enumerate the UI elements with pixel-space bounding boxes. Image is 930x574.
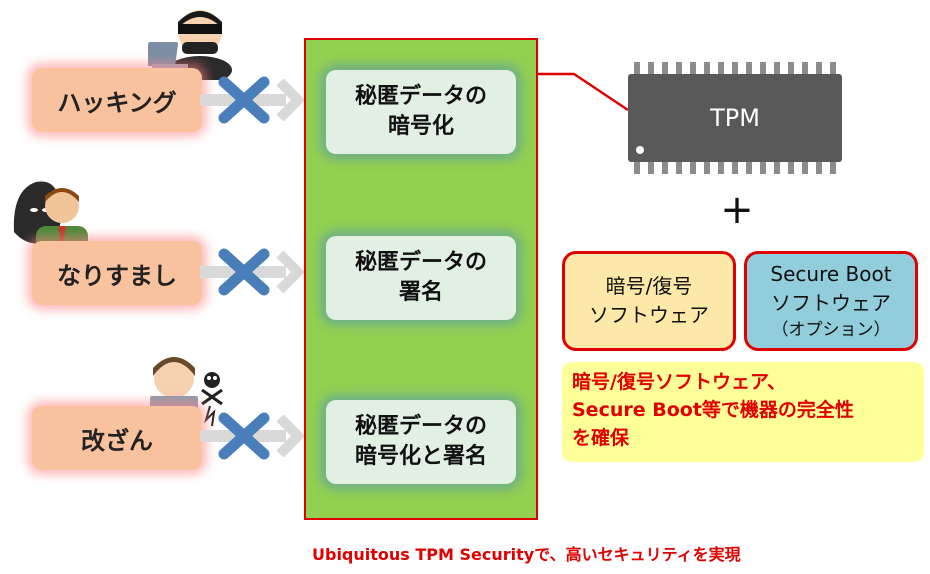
threat-hacking-label: ハッキング [57, 88, 177, 117]
integrity-note-line2: Secure Boot等で機器の完全性 [572, 399, 854, 421]
threat-tampering-label: 改ざん [81, 426, 153, 455]
function-encryption-signature-line1: 秘匿データの [354, 414, 487, 439]
function-encryption: 秘匿データの 暗号化 [326, 70, 516, 154]
block-x-icon [218, 248, 270, 296]
secure-boot-line3: （オプション） [771, 320, 891, 340]
function-signature: 秘匿データの 署名 [326, 236, 516, 320]
secure-boot-line2: ソフトウェア [771, 291, 891, 315]
function-encryption-signature-line2: 暗号化と署名 [354, 444, 487, 469]
threat-hacking: ハッキング [32, 68, 202, 132]
threat-tampering: 改ざん [32, 406, 202, 470]
plus-sign: + [720, 187, 754, 233]
function-encryption-signature: 秘匿データの 暗号化と署名 [326, 400, 516, 484]
function-encryption-line1: 秘匿データの [354, 84, 487, 109]
block-x-icon [218, 76, 270, 124]
crypto-software-line2: ソフトウェア [589, 303, 709, 327]
threat-impersonation: なりすまし [32, 241, 202, 305]
chip-icon [628, 62, 842, 174]
function-encryption-line2: 暗号化 [387, 114, 454, 139]
secure-boot-line1: Secure Boot [770, 262, 892, 286]
function-signature-line1: 秘匿データの [354, 250, 487, 275]
tpm-label: TPM [710, 104, 760, 132]
secure-boot-software-box: Secure Boot ソフトウェア （オプション） [744, 251, 918, 351]
function-signature-line2: 署名 [398, 280, 443, 305]
block-x-icon [218, 412, 270, 460]
integrity-note-line1: 暗号/復号ソフトウェア、 [572, 371, 787, 393]
integrity-note-line3: を確保 [572, 427, 630, 449]
integrity-note: 暗号/復号ソフトウェア、 Secure Boot等で機器の完全性 を確保 [562, 362, 924, 462]
footer-caption: Ubiquitous TPM Securityで、高いセキュリティを実現 [312, 545, 741, 564]
crypto-software-box: 暗号/復号 ソフトウェア [562, 251, 736, 351]
crypto-software-line1: 暗号/復号 [605, 274, 693, 298]
threat-impersonation-label: なりすまし [57, 261, 177, 290]
tpm-connector-line [538, 72, 629, 112]
